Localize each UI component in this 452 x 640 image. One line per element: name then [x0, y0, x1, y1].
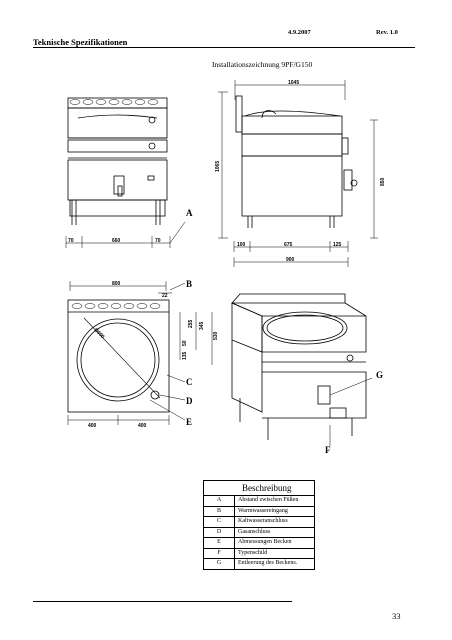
dim-plan-v2: 50	[182, 340, 188, 346]
dim-plan-v3: 255	[188, 319, 194, 328]
section-title: Teknische Spezifikationen	[33, 37, 128, 47]
legend-title: Beschreibung	[203, 480, 315, 496]
dim-plan-v5: 530	[213, 331, 219, 340]
dim-side-top: 1045	[288, 80, 299, 86]
dim-side-c: 125	[333, 242, 342, 248]
plan-view	[67, 281, 213, 425]
dim-height-right: 850	[380, 177, 386, 186]
dim-plan-small: 22	[162, 293, 168, 299]
callout-a: A	[186, 208, 193, 218]
document-revision: Rev. 1.0	[376, 29, 398, 36]
isometric-view	[231, 293, 373, 446]
dim-plan-v1: 135	[182, 351, 188, 360]
page-number: 33	[392, 611, 401, 621]
dim-plan-bottom-right: 400	[138, 423, 147, 429]
dim-side-b: 675	[284, 242, 293, 248]
callout-b: B	[186, 279, 192, 289]
dim-side-a: 100	[237, 242, 246, 248]
dim-front-left: 70	[68, 238, 74, 244]
footer-rule	[33, 601, 292, 602]
dim-front-right: 70	[155, 238, 161, 244]
header-rule	[33, 47, 415, 48]
front-view	[65, 97, 186, 248]
side-view	[218, 80, 378, 267]
document-date: 4.9.2007	[288, 29, 311, 36]
dim-plan-bottom-left: 400	[88, 423, 97, 429]
dim-front-mid: 660	[112, 238, 121, 244]
callout-f: F	[325, 445, 331, 455]
callout-e: E	[186, 417, 192, 427]
callout-c: C	[186, 377, 193, 387]
dim-plan-diam: Ø600	[93, 327, 106, 340]
callout-d: D	[186, 396, 193, 406]
dim-plan-v4: 345	[199, 321, 205, 330]
dim-height: 1065	[215, 161, 221, 172]
drawing-caption: Installationszeichnung 9PF/G150	[212, 60, 313, 69]
dim-plan-width: 800	[112, 281, 121, 287]
callout-g: G	[376, 370, 383, 380]
dim-side-total: 900	[286, 257, 295, 263]
